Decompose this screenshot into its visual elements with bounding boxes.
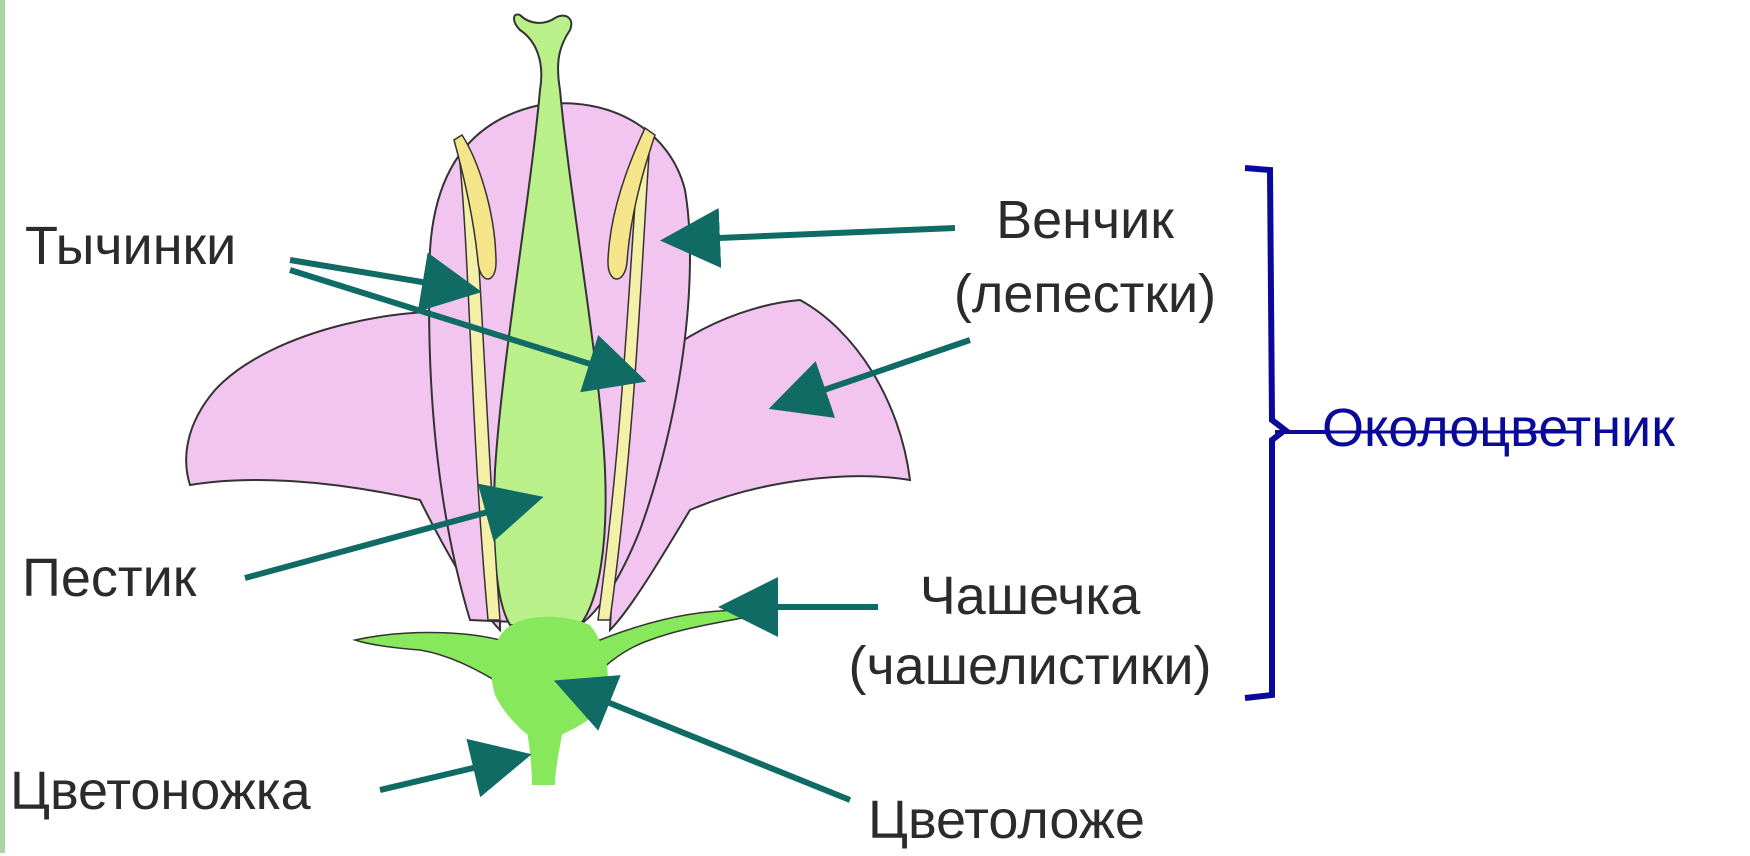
label-corolla-line1: Венчик [960,184,1210,256]
label-calyx-line2: (чашелистики) [815,630,1245,702]
pedicel-shape [525,720,565,785]
label-pistil: Пестик [22,542,196,614]
arrow-pedicel [380,757,520,790]
label-perianth: Околоцветник [1322,392,1675,464]
label-pedicel: Цветоножка [10,755,311,827]
arrow-corolla-upper [672,228,955,240]
label-calyx-line1: Чашечка [880,560,1180,632]
label-receptacle: Цветоложе [868,784,1145,856]
label-corolla-line2: (лепестки) [915,258,1255,330]
label-stamens: Тычинки [25,210,236,282]
arrow-receptacle [565,685,850,800]
